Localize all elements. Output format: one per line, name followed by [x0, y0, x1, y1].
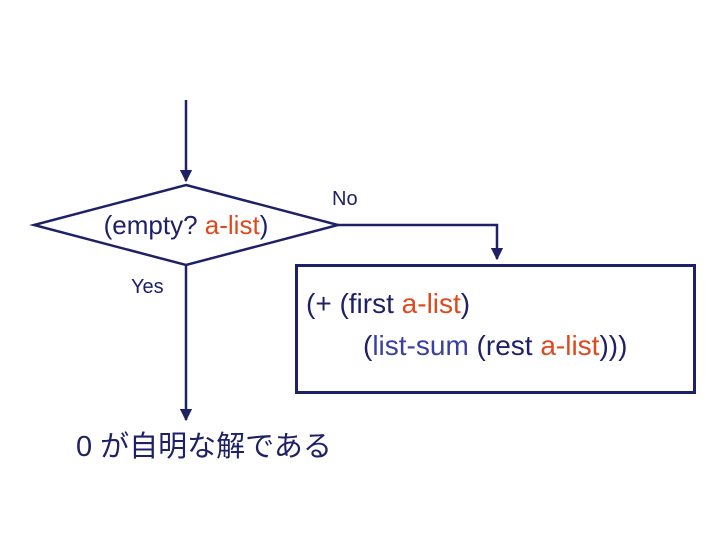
code2-seg-arg: a-list [540, 330, 600, 361]
no-branch-arrow [338, 223, 504, 261]
decision-text-arg: a-list [204, 210, 260, 240]
code2-seg-open: ( [363, 330, 373, 361]
code2-seg-close: ))) [599, 330, 628, 361]
code2-seg-rest: (rest [468, 330, 541, 361]
code1-seg-close: ) [460, 288, 471, 319]
yes-label: Yes [131, 276, 164, 298]
base-case-note: 0 が自明な解である [76, 431, 332, 463]
code2-seg-recursive-call: list-sum [372, 330, 469, 361]
decision-label: (empty? a-list) [34, 209, 338, 241]
process-code-line-1: (+ (first a-list) [306, 283, 693, 325]
code1-seg-open: (+ (first [306, 288, 402, 319]
decision-text-close: ) [259, 210, 269, 240]
process-box: (+ (first a-list) (list-sum (rest a-list… [295, 264, 696, 394]
code1-seg-arg: a-list [401, 288, 461, 319]
process-code-line-2: (list-sum (rest a-list))) [306, 325, 693, 367]
no-label: No [332, 188, 358, 210]
decision-text-open: (empty? [103, 210, 205, 240]
